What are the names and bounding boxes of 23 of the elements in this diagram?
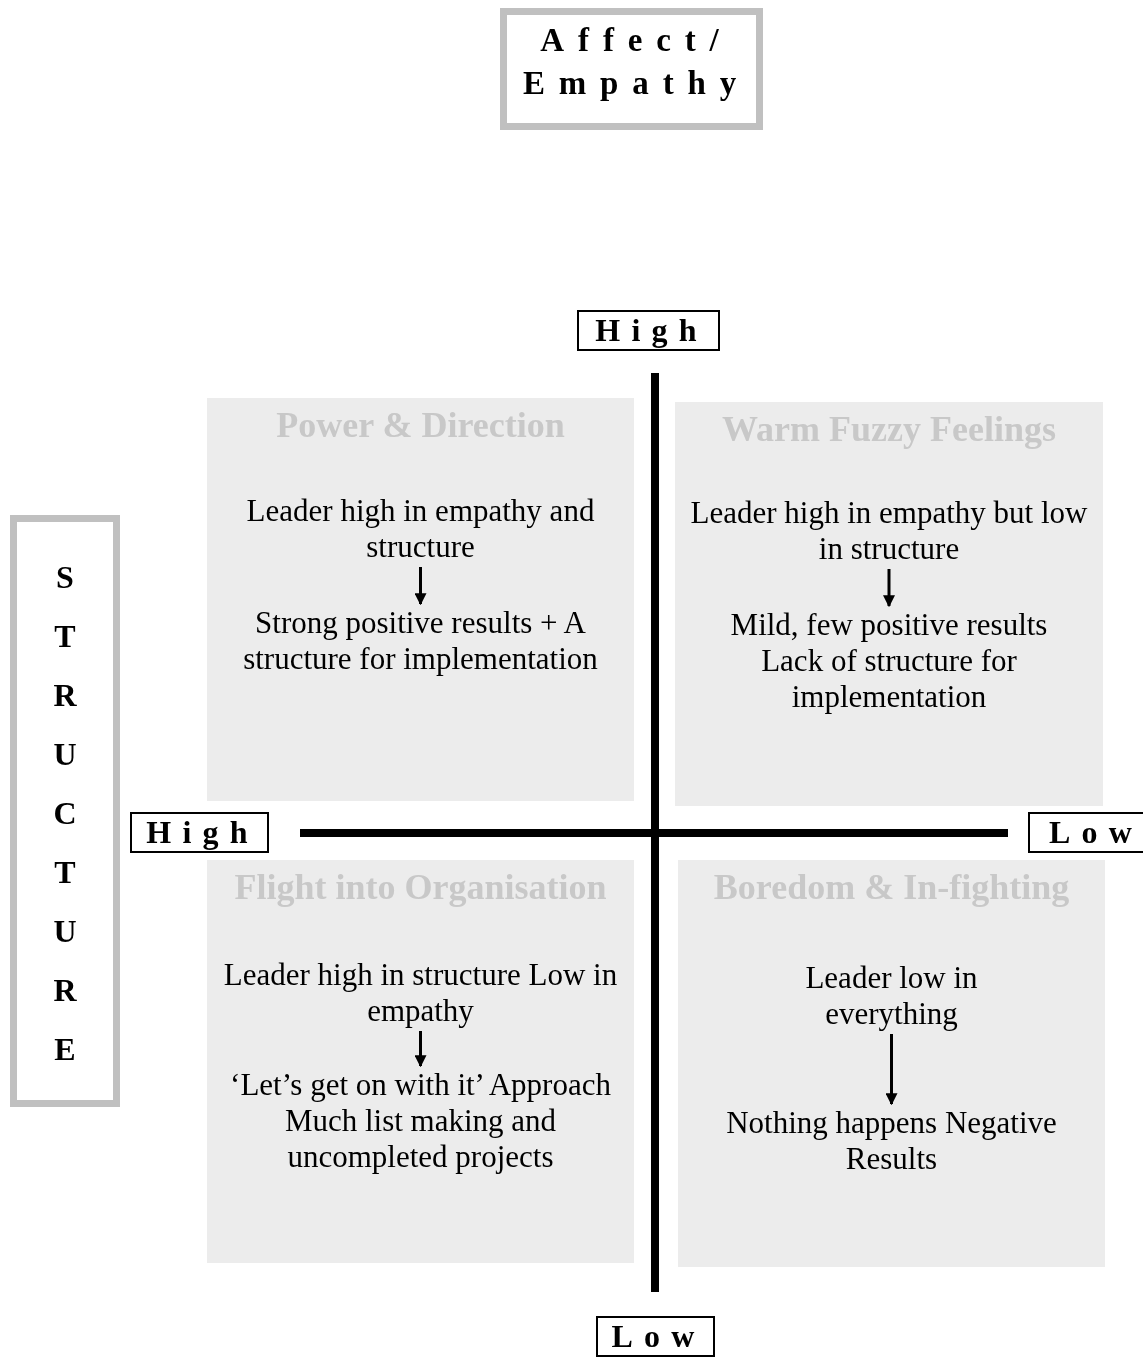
axis-end-label: High: [577, 310, 720, 351]
axis-title: STRUCTURE: [52, 558, 78, 1069]
quadrant-text: Mild, few positive results Lack of structure for implementation: [705, 607, 1073, 715]
quadrant-panel: [207, 398, 634, 801]
arrow: [414, 567, 427, 606]
axis-end-label: Low: [1028, 812, 1143, 853]
axis-title-box: [10, 515, 120, 1107]
quadrant-text: Leader low in everything: [738, 960, 1045, 1032]
quadrant-text: Leader high in empathy but low in structure: [690, 495, 1088, 567]
quadrant-text: Leader high in structure Low in empathy: [222, 957, 619, 1029]
quadrant-panel: [678, 860, 1105, 1267]
arrow: [885, 1034, 898, 1106]
quadrant-text: Nothing happens Negative Results: [693, 1105, 1090, 1177]
quadrant-text: Leader high in empathy and structure: [222, 493, 619, 565]
quadrant-text: Strong positive results + A structure for implementation: [222, 605, 619, 677]
axis-end-label: High: [130, 812, 269, 853]
quadrant-text: ‘Let’s get on with it’ Approach Much list making and uncompleted projects: [222, 1067, 619, 1175]
arrow: [883, 569, 895, 608]
axis-end-label: Low: [596, 1316, 715, 1357]
quadrant-panel: [675, 402, 1103, 806]
quadrant-panel: [207, 860, 634, 1263]
axis-title-box: Affect/ Empathy: [500, 8, 763, 130]
arrow: [414, 1031, 427, 1068]
